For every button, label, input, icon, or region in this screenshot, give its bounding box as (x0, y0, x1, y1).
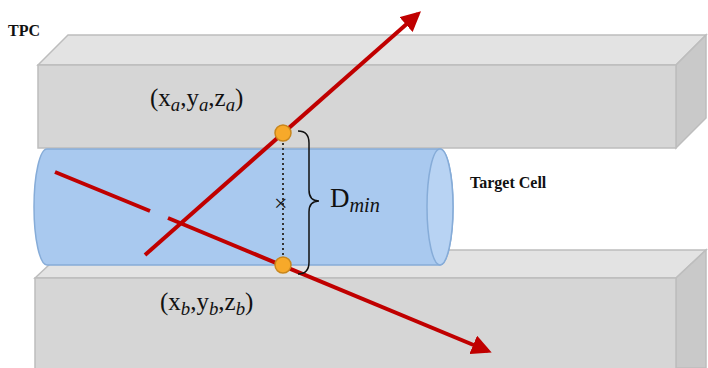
coordinate-label: (xa,ya,za) (150, 84, 243, 115)
particle-track (145, 14, 418, 255)
coordinate-label: (xb,yb,zb) (160, 288, 253, 319)
brace (298, 131, 319, 274)
closest-point (275, 257, 291, 273)
particle-track (55, 172, 150, 211)
distance-label: Dmin (330, 184, 380, 216)
part-label: Target Cell (470, 174, 546, 192)
vertex-marker: × (274, 190, 288, 216)
part-label: TPC (8, 22, 40, 40)
closest-point (275, 125, 291, 141)
particle-track (168, 218, 488, 351)
tpc-lower-slab (35, 250, 706, 368)
